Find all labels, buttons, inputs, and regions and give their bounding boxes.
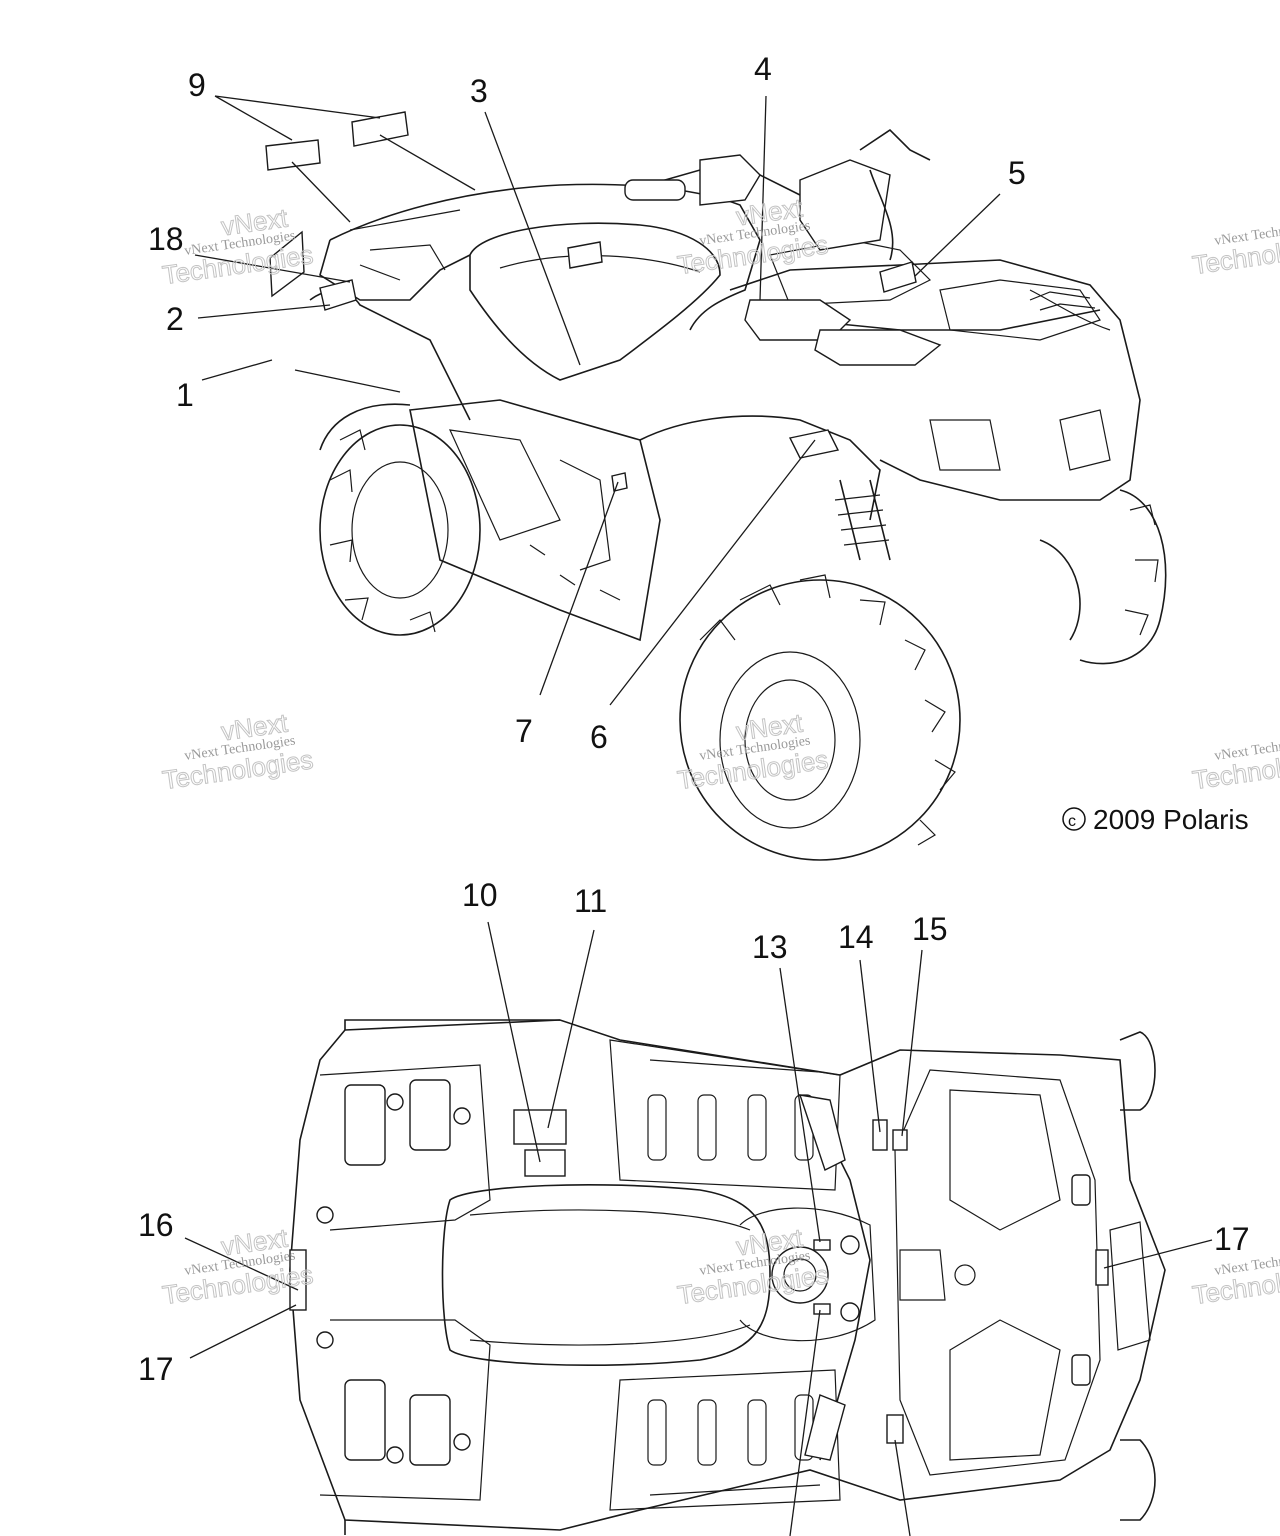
callout-6: 6	[590, 719, 608, 755]
callout-16: 16	[138, 1207, 174, 1243]
copyright: c 2009 Polaris	[1062, 804, 1249, 835]
decal-5	[879, 261, 917, 293]
callout-2: 2	[166, 301, 184, 337]
callout-17-right: 17	[1214, 1221, 1250, 1257]
atv-top-view	[289, 1019, 1166, 1535]
callouts-top: 9 3 4 5 18 2 1 7 6	[148, 51, 1026, 755]
callout-13: 13	[752, 929, 788, 965]
callout-11: 11	[574, 883, 607, 919]
callout-15: 15	[912, 911, 948, 947]
decal-7	[611, 472, 628, 492]
watermark-edge: vNext Technologies Technologies	[1190, 734, 1280, 796]
decal-16	[289, 1249, 307, 1311]
watermark: vNext vNext Technologies Technologies	[675, 707, 830, 796]
copyright-text: 2009 Polaris	[1093, 804, 1249, 835]
callout-3: 3	[470, 73, 488, 109]
decal-9b	[351, 111, 409, 147]
decal-9a	[265, 139, 321, 171]
callout-4: 4	[754, 51, 772, 87]
decal-lower	[886, 1414, 904, 1444]
callout-1: 1	[176, 377, 194, 413]
decal-3	[567, 241, 603, 269]
watermarks: vNext vNext Technologies Technologies vN…	[160, 192, 1280, 1311]
decal-1	[269, 230, 305, 298]
callout-10: 10	[462, 877, 498, 913]
copyright-symbol: c	[1068, 813, 1076, 830]
decal-13b	[813, 1303, 831, 1315]
decal-11	[524, 1149, 566, 1177]
atv-side-view	[265, 111, 1167, 861]
callout-17-left: 17	[138, 1351, 174, 1387]
callout-14: 14	[838, 919, 874, 955]
callouts-bottom: 10 11 13 14 15 16 17 17	[138, 877, 1250, 1387]
decal-15	[892, 1129, 908, 1151]
watermark: vNext vNext Technologies Technologies	[160, 707, 315, 796]
decal-6	[788, 429, 840, 459]
decal-2	[319, 279, 357, 311]
decal-10	[513, 1109, 567, 1145]
callout-7: 7	[515, 713, 533, 749]
leader-lines-bottom	[184, 921, 1213, 1536]
callout-18: 18	[148, 221, 184, 257]
decal-13a	[813, 1239, 831, 1251]
decal-14	[872, 1119, 888, 1151]
watermark-edge: vNext Technologies Technologies	[1190, 219, 1280, 281]
callout-5: 5	[1008, 155, 1026, 191]
callout-9: 9	[188, 67, 206, 103]
leader-lines-top	[194, 95, 1001, 706]
